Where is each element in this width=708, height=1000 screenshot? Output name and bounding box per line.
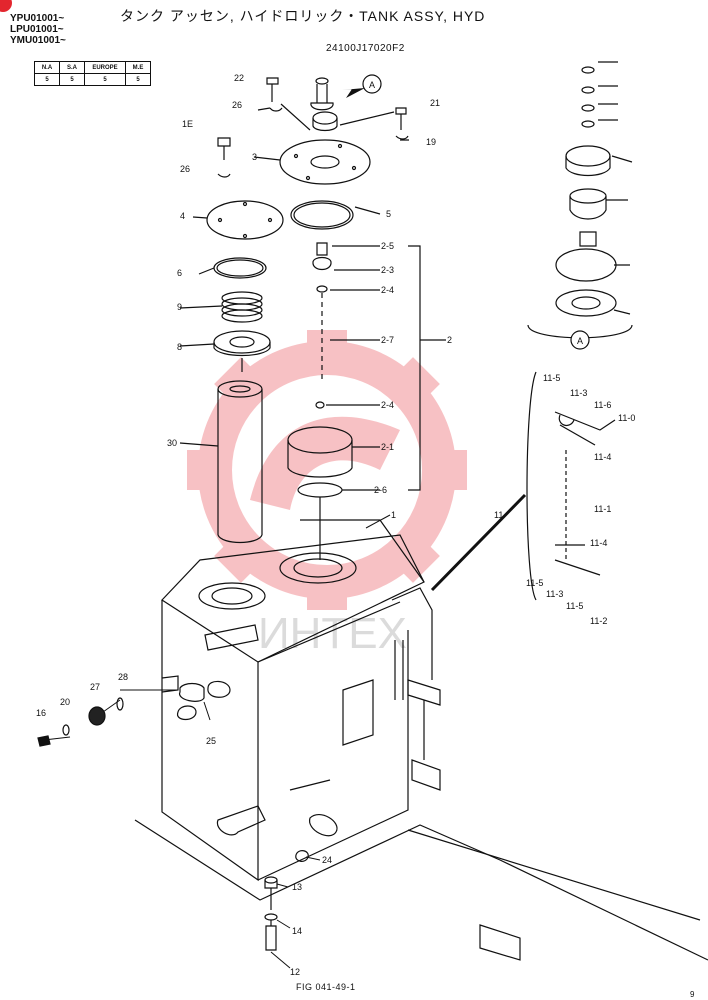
callout-arrow: [342, 88, 365, 98]
detail-marker-text: A: [369, 80, 375, 90]
serial-range: YPU01001~: [10, 13, 65, 24]
part-label: 2: [447, 335, 452, 345]
page-title: タンク アッセン, ハイドロリック・TANK ASSY, HYD: [120, 8, 486, 24]
figure-number: FIG 041-49-1: [296, 982, 356, 992]
part-label: 27: [90, 682, 100, 692]
part-label: 1: [391, 510, 396, 520]
part-label: 26: [232, 100, 242, 110]
serial-range: YMU01001~: [10, 35, 66, 46]
side-plug-parts: [37, 697, 124, 747]
corner-marker: [0, 0, 12, 12]
part-label: 11-4: [594, 452, 611, 462]
serial-ranges: YPU01001~ LPU01001~ YMU01001~: [10, 13, 66, 46]
detail-a-section-label: A: [570, 330, 590, 350]
part-label: 11-4: [590, 538, 607, 548]
part-label: 11-5: [543, 373, 560, 383]
part-label: 4: [180, 211, 185, 221]
part-label: 28: [118, 672, 128, 682]
part-label: 11-3: [570, 388, 587, 398]
part-label: 11-2: [590, 616, 607, 626]
part-label: 21: [430, 98, 440, 108]
part-label: 11-1: [594, 504, 611, 514]
part-label: 3: [252, 152, 257, 162]
part-label: 6: [177, 268, 182, 278]
part-label: 26: [180, 164, 190, 174]
part-label: 22: [234, 73, 244, 83]
region-value: 5: [125, 73, 151, 86]
page-corner-number: 9: [690, 990, 695, 999]
part-label: 11-6: [594, 400, 611, 410]
part-label: 30: [167, 438, 177, 448]
watermark-gear-logo: [187, 330, 467, 610]
part-label: 11-3: [546, 589, 563, 599]
part-label: 2-5: [381, 241, 394, 251]
part-label: 19: [426, 137, 436, 147]
part-label: 8: [177, 342, 182, 352]
part-label: 2-3: [381, 265, 394, 275]
region-value: 5: [34, 73, 60, 86]
assembly-part-number: 24100J17020F2: [326, 43, 405, 54]
detail-a-callout: A: [362, 74, 382, 94]
serial-range: LPU01001~: [10, 24, 64, 35]
part-callouts: 22 26 21 19 3 1E 26 4 5 6 9 8 30 2-5 2-3…: [36, 73, 635, 977]
detail-marker-text: A: [577, 336, 583, 346]
part-label: 9: [177, 302, 182, 312]
part-label: 2-4: [381, 400, 394, 410]
part-label: 2-7: [381, 335, 394, 345]
part-label: 13: [292, 882, 302, 892]
part-label: 20: [60, 697, 70, 707]
part-label: 2-4: [381, 285, 394, 295]
part-label: 14: [292, 926, 302, 936]
part-label: 12: [290, 967, 300, 977]
region-table: N.A S.A EUROPE M.E 5 5 5 5: [34, 61, 151, 86]
part-label: 11-5: [526, 578, 543, 588]
part-label: 25: [206, 736, 216, 746]
part-label: 1E: [182, 119, 193, 129]
part-label: 16: [36, 708, 46, 718]
part-label: 2-6: [374, 485, 387, 495]
part-label: 5: [386, 209, 391, 219]
part-label: 11-0: [618, 413, 635, 423]
part-label: 24: [322, 855, 332, 865]
part-label: 11: [494, 510, 503, 520]
part-label: 11-5: [566, 601, 583, 611]
tank-assembly-linework: [134, 61, 708, 961]
part-label: 2-1: [381, 442, 394, 452]
